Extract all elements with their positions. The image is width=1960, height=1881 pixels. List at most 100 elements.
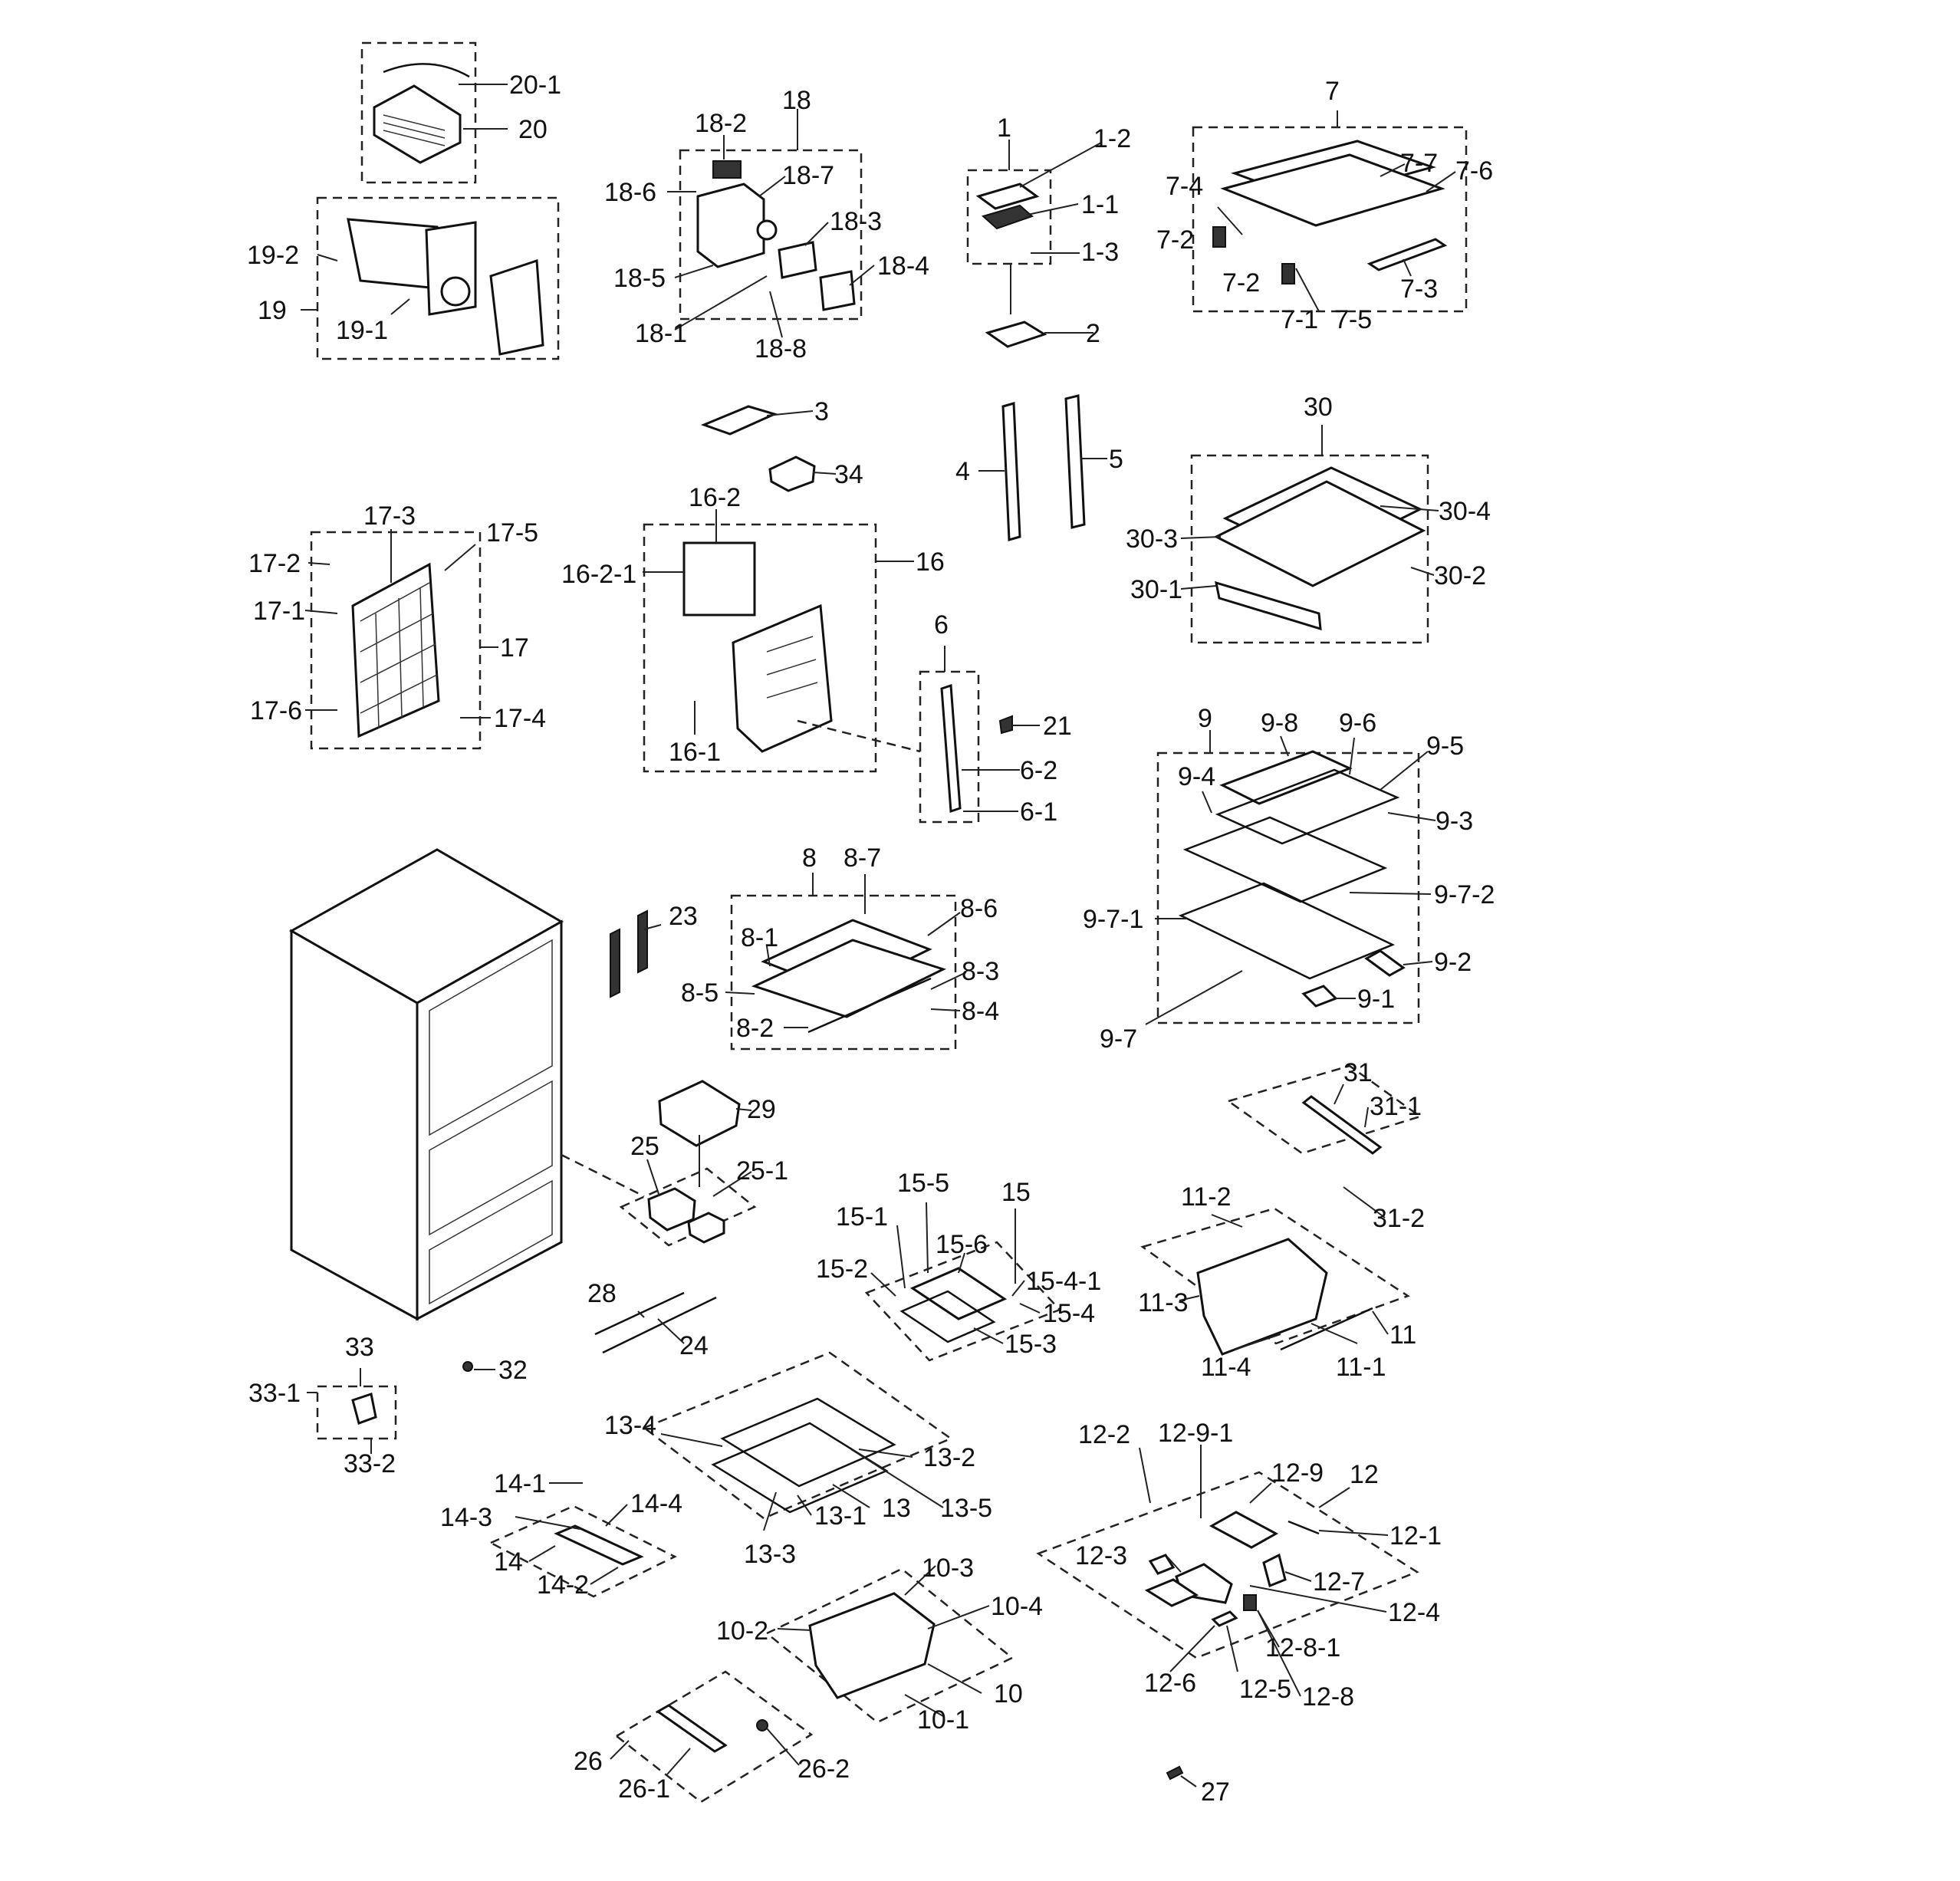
callout-label: 10 — [994, 1679, 1023, 1708]
callout-label: 24 — [679, 1331, 709, 1360]
callout-label: 26-2 — [797, 1754, 850, 1784]
callout-label: 7-6 — [1455, 156, 1493, 186]
callout-label: 9-4 — [1178, 762, 1215, 791]
callout-label: 33 — [345, 1333, 374, 1362]
callout-label: 14-1 — [494, 1469, 546, 1498]
callout-label: 18 — [782, 86, 811, 115]
callout-label: 1-2 — [1093, 124, 1131, 153]
callout-label: 17-4 — [494, 704, 546, 733]
callout-label: 9 — [1198, 704, 1212, 733]
callout-label: 1 — [997, 113, 1011, 143]
callout-label: 31-1 — [1370, 1092, 1422, 1121]
callout-label: 19-1 — [336, 316, 388, 345]
callout-label: 25 — [630, 1132, 659, 1161]
callout-label: 32 — [498, 1356, 528, 1385]
callout-label: 9-7-2 — [1434, 880, 1495, 909]
callout-label: 15-2 — [816, 1255, 868, 1284]
callout-label: 9-2 — [1434, 948, 1472, 977]
part-drawings — [288, 63, 1448, 1781]
callout-label: 17-5 — [486, 518, 538, 548]
callout-labels: 20-1 20 19-2 1 9 19-1 18 18-2 18-6 18-7 18-3 18-5 18… — [247, 71, 1495, 1807]
callout-label: 16-1 — [669, 738, 721, 767]
callout-label: 18-5 — [613, 264, 666, 293]
callout-label: 12-5 — [1239, 1675, 1291, 1704]
callout-label: 16-2-1 — [561, 560, 636, 589]
callout-label: 9-3 — [1435, 807, 1473, 836]
callout-label: 15-6 — [936, 1230, 988, 1259]
callout-label: 17-2 — [248, 549, 301, 578]
callout-label: 18-8 — [755, 334, 807, 363]
callout-label: 8 — [802, 843, 817, 873]
callout-label: 17-3 — [363, 501, 416, 531]
callout-label: 34 — [834, 460, 863, 489]
callout-label: 8-3 — [962, 957, 999, 986]
callout-label: 9-6 — [1339, 709, 1376, 738]
callout-label: 1-1 — [1081, 190, 1119, 219]
callout-label: 11 — [1389, 1320, 1416, 1350]
callout-label: 14-3 — [440, 1503, 492, 1532]
callout-label: 30-2 — [1434, 561, 1486, 590]
callout-label: 8-1 — [741, 923, 778, 952]
callout-label: 12-7 — [1313, 1567, 1365, 1597]
callout-label: 12-8-1 — [1265, 1633, 1340, 1662]
callout-label: 12-1 — [1389, 1521, 1442, 1551]
callout-label: 15-4 — [1043, 1299, 1095, 1328]
callout-label: 19-2 — [247, 241, 299, 270]
callout-label: 2 — [1086, 319, 1100, 348]
callout-label: 18-1 — [635, 319, 687, 348]
callout-label: 9-7-1 — [1083, 905, 1143, 934]
callout-label: 15 — [1001, 1178, 1031, 1207]
callout-label: 14-2 — [537, 1570, 589, 1600]
callout-label: 21 — [1043, 712, 1072, 741]
callout-label: 11-1 — [1336, 1353, 1386, 1382]
callout-label: 13 — [882, 1494, 911, 1523]
callout-label: 20 — [518, 115, 548, 144]
callout-label: 7-1 — [1281, 305, 1318, 334]
callout-label: 28 — [587, 1279, 617, 1308]
callout-label: 10-2 — [716, 1616, 768, 1646]
callout-label: 13-4 — [604, 1411, 656, 1440]
callout-label: 10-3 — [922, 1554, 974, 1583]
callout-label: 1-3 — [1081, 238, 1119, 267]
callout-label: 13-3 — [744, 1540, 796, 1569]
callout-label: 8-6 — [960, 894, 998, 923]
callout-label: 9-8 — [1261, 709, 1298, 738]
callout-label: 7-5 — [1334, 305, 1372, 334]
callout-label: 12-6 — [1144, 1669, 1196, 1698]
callout-label: 7-4 — [1166, 172, 1203, 201]
callout-label: 9-7 — [1100, 1024, 1137, 1054]
callout-label: 18-2 — [695, 109, 747, 138]
callout-label: 5 — [1109, 445, 1123, 474]
callout-label: 15-5 — [897, 1169, 949, 1198]
callout-label: 7-3 — [1400, 275, 1438, 304]
callout-label: 12-2 — [1078, 1420, 1130, 1449]
callout-label: 16-2 — [689, 483, 741, 512]
callout-label: 25-1 — [736, 1156, 788, 1185]
callout-label: 11-2 — [1181, 1182, 1232, 1212]
callout-label: 18-7 — [782, 161, 834, 190]
callout-label: 13-1 — [814, 1501, 867, 1531]
callout-label: 18-6 — [604, 178, 656, 207]
callout-label: 30-3 — [1126, 525, 1178, 554]
callout-label: 15-1 — [836, 1202, 888, 1232]
callout-label: 10-4 — [991, 1592, 1043, 1621]
callout-label: 12-3 — [1075, 1541, 1127, 1570]
callout-label: 12-9-1 — [1158, 1419, 1233, 1448]
callout-label: 12-9 — [1271, 1458, 1324, 1488]
callout-label: 20-1 — [509, 71, 561, 100]
callout-label: 12-8 — [1302, 1682, 1354, 1712]
callout-label: 13-5 — [940, 1494, 992, 1523]
callout-label: 26 — [574, 1747, 603, 1776]
callout-label: 8-2 — [736, 1014, 774, 1043]
callout-label: 6-2 — [1020, 756, 1057, 785]
callout-label: 23 — [669, 902, 698, 931]
callout-label: 8-5 — [681, 978, 719, 1008]
callout-label: 31-2 — [1373, 1204, 1425, 1233]
callout-label: 30 — [1304, 393, 1333, 422]
callout-label: 18-3 — [830, 207, 882, 236]
callout-label: 3 — [814, 397, 829, 426]
callout-label: 7-2 — [1222, 268, 1260, 298]
callout-label: 30-4 — [1439, 497, 1491, 526]
callout-label: 17-1 — [253, 597, 305, 626]
